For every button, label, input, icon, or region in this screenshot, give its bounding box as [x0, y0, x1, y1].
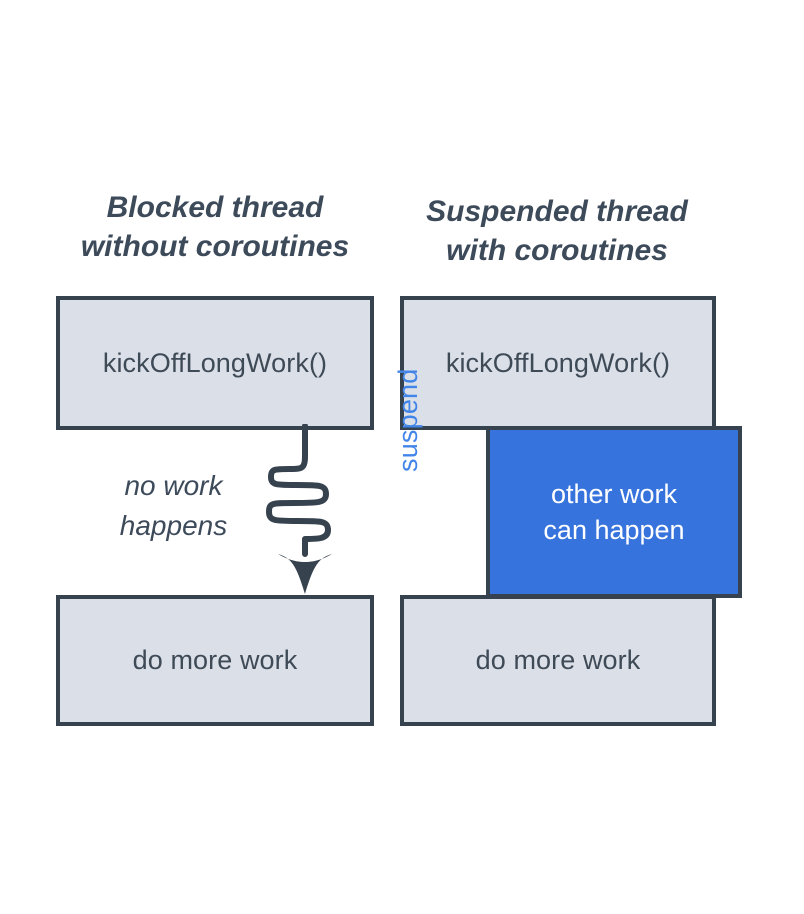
left-do-more-work-box: do more work	[56, 595, 374, 726]
right-column-heading: Suspended thread with coroutines	[426, 195, 688, 267]
left-kickoff-long-work-label: kickOffLongWork()	[102, 347, 328, 378]
arrow-squiggle-path	[266, 454, 331, 557]
right-kickoff-long-work-box: kickOffLongWork()	[400, 296, 716, 430]
right-do-more-work-box: do more work	[400, 595, 716, 726]
right-kickoff-long-work-label: kickOffLongWork()	[445, 347, 671, 378]
other-work-can-happen-box: other work can happen	[486, 426, 742, 598]
arrow-head-icon	[278, 554, 332, 594]
right-do-more-work-label: do more work	[475, 645, 641, 675]
left-do-more-work-label: do more work	[132, 645, 298, 675]
squiggly-down-arrow-icon	[266, 424, 332, 594]
no-work-happens-label: no work happens	[119, 470, 228, 541]
left-kickoff-long-work-box: kickOffLongWork()	[56, 296, 374, 430]
left-column-heading: Blocked thread without coroutines	[80, 191, 350, 263]
suspend-label: suspend	[393, 368, 423, 472]
other-work-can-happen-label: other work can happen	[543, 479, 685, 545]
